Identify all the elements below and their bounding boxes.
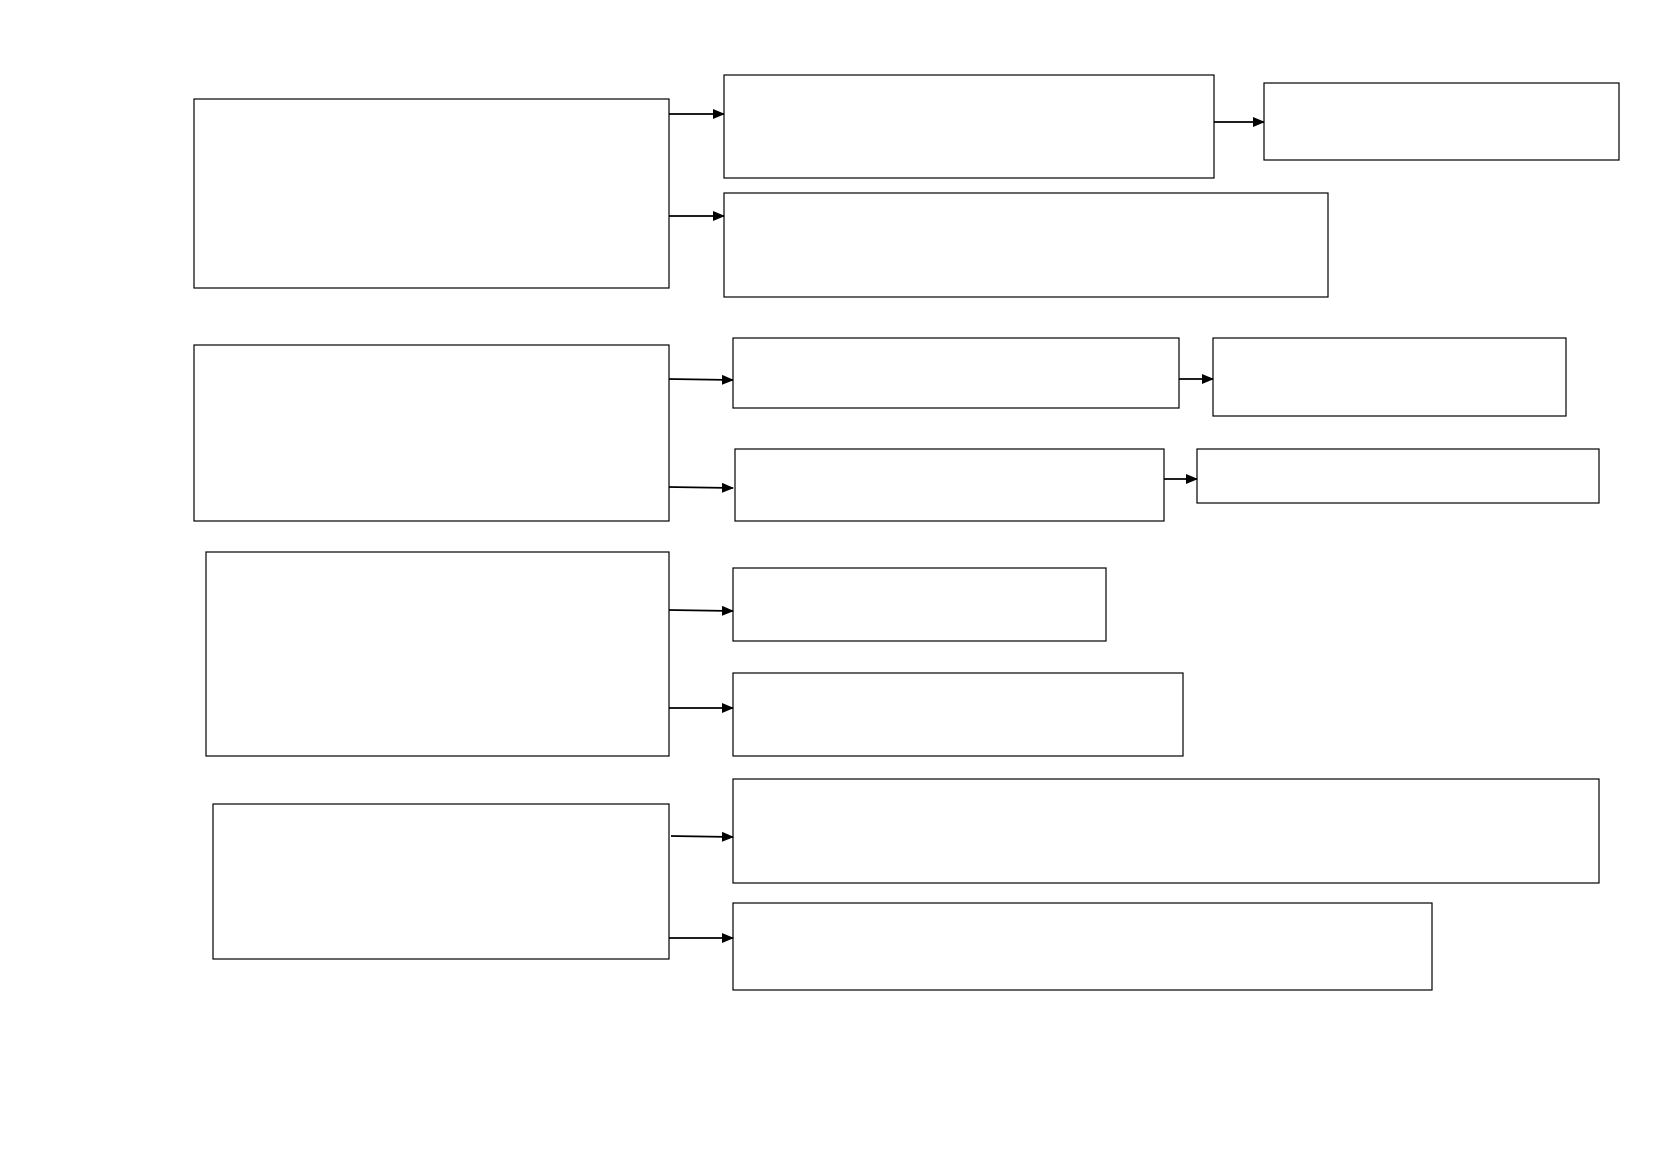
box-group3-a [732,567,1107,642]
box-group3-b [732,672,1184,757]
box-group2-a [732,337,1180,409]
box-group2-b [734,448,1165,522]
box-group1-a-next [1263,82,1620,161]
box-group4-main [212,803,670,960]
box-group2-main [193,344,670,522]
box-group1-main [193,98,670,289]
box-group2-b-next [1196,448,1600,504]
arrow-g2-main-to-b [668,482,734,493]
box-group3-main [205,551,670,757]
box-group1-b [723,192,1329,298]
arrow-g3-main-to-a [668,605,734,616]
arrow-g2-main-to-a [668,374,734,385]
box-group4-b [732,902,1433,991]
box-group4-a [732,778,1600,884]
box-group2-a-next [1212,337,1567,417]
box-group1-a [723,74,1215,179]
arrow-g4-main-to-a [670,831,734,842]
